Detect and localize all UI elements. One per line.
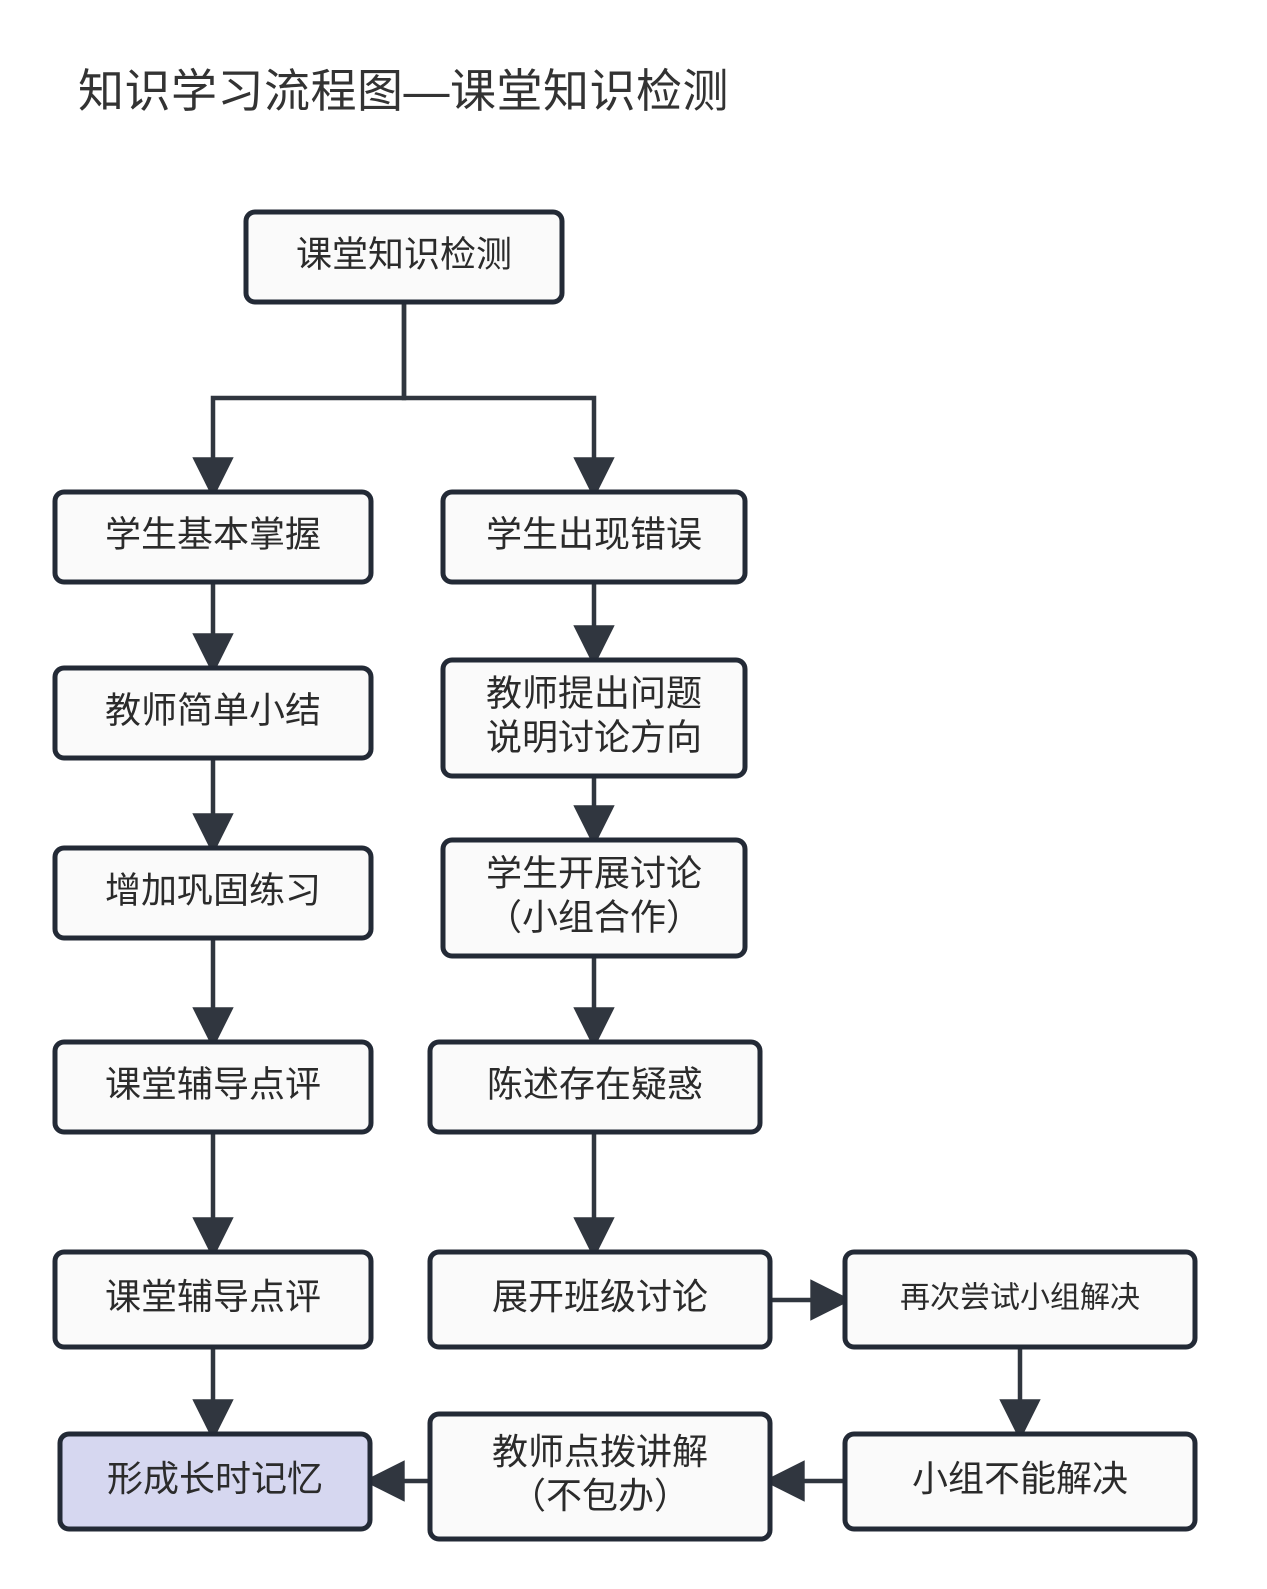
node-label: 课堂辅导点评 xyxy=(105,1064,321,1105)
node-label: 陈述存在疑惑 xyxy=(487,1064,703,1105)
node-label: （小组合作） xyxy=(486,897,702,938)
node-box[interactable] xyxy=(427,1039,763,1135)
node-box[interactable] xyxy=(52,1249,374,1350)
flow-edge xyxy=(192,302,407,499)
flow-edge xyxy=(401,302,615,499)
node-label: 增加巩固练习 xyxy=(105,870,321,911)
flow-node[interactable]: 学生基本掌握 xyxy=(52,489,374,585)
node-box[interactable] xyxy=(52,489,374,585)
flow-node[interactable]: 小组不能解决 xyxy=(842,1431,1198,1532)
node-label: 小组不能解决 xyxy=(912,1458,1128,1499)
node-box[interactable] xyxy=(842,1431,1198,1532)
node-label: 说明讨论方向 xyxy=(486,717,702,758)
page-title: 知识学习流程图—课堂知识检测 xyxy=(78,65,729,117)
flow-node[interactable]: 再次尝试小组解决 xyxy=(842,1249,1198,1350)
flow-node[interactable]: 展开班级讨论 xyxy=(427,1249,773,1350)
node-box[interactable] xyxy=(52,665,374,761)
node-label: 再次尝试小组解决 xyxy=(900,1281,1140,1314)
node-label: 形成长时记忆 xyxy=(107,1458,323,1499)
node-box[interactable] xyxy=(842,1249,1198,1350)
node-label: （不包办） xyxy=(510,1475,690,1516)
flow-node[interactable]: 课堂辅导点评 xyxy=(52,1039,374,1135)
node-label: 学生开展讨论 xyxy=(486,853,702,894)
flow-node[interactable]: 学生开展讨论（小组合作） xyxy=(440,837,748,959)
node-label: 展开班级讨论 xyxy=(492,1276,708,1317)
node-box[interactable] xyxy=(440,657,748,779)
node-box[interactable] xyxy=(440,489,748,585)
node-label: 教师点拨讲解 xyxy=(492,1431,708,1472)
flow-node[interactable]: 课堂辅导点评 xyxy=(52,1249,374,1350)
node-box[interactable] xyxy=(52,845,374,941)
node-label: 课堂知识检测 xyxy=(296,234,512,275)
node-box[interactable] xyxy=(52,1039,374,1135)
node-box[interactable] xyxy=(440,837,748,959)
flow-node[interactable]: 教师简单小结 xyxy=(52,665,374,761)
node-label: 教师简单小结 xyxy=(105,690,321,731)
flow-node[interactable]: 学生出现错误 xyxy=(440,489,748,585)
node-label: 教师提出问题 xyxy=(486,673,702,714)
node-label: 学生基本掌握 xyxy=(105,514,321,555)
flow-node[interactable]: 陈述存在疑惑 xyxy=(427,1039,763,1135)
node-box[interactable] xyxy=(427,1249,773,1350)
node-label: 课堂辅导点评 xyxy=(105,1276,321,1317)
node-box[interactable] xyxy=(243,209,565,305)
flow-node[interactable]: 增加巩固练习 xyxy=(52,845,374,941)
flow-node[interactable]: 教师点拨讲解（不包办） xyxy=(427,1411,773,1542)
flow-node[interactable]: 形成长时记忆 xyxy=(57,1431,373,1532)
node-box-highlighted[interactable] xyxy=(57,1431,373,1532)
edges-layer xyxy=(192,302,1041,1502)
flow-node[interactable]: 课堂知识检测 xyxy=(243,209,565,305)
node-label: 学生出现错误 xyxy=(486,514,702,555)
node-box[interactable] xyxy=(427,1411,773,1542)
